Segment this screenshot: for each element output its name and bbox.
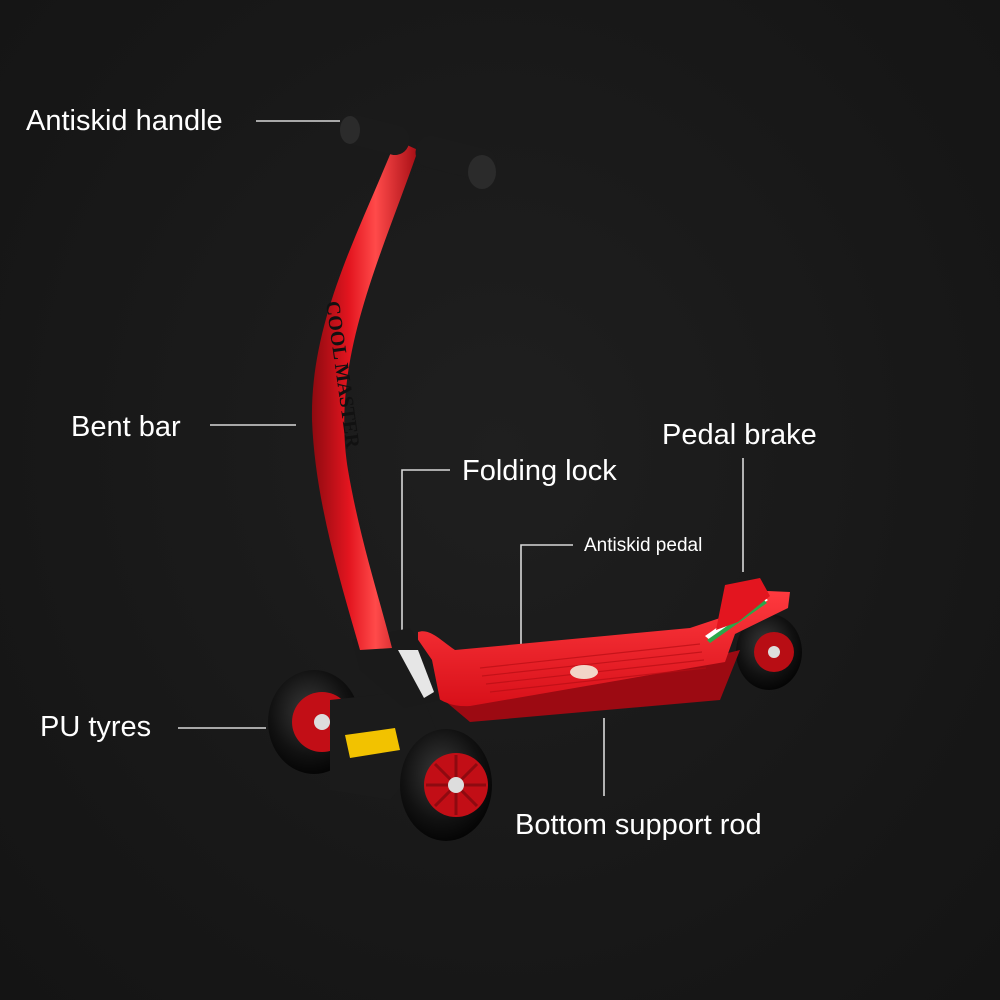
label-antiskid-handle: Antiskid handle [26, 105, 223, 137]
label-folding-lock: Folding lock [462, 455, 617, 487]
label-bent-bar: Bent bar [71, 411, 181, 443]
rear-wheel [736, 614, 802, 690]
label-antiskid-pedal: Antiskid pedal [584, 535, 703, 556]
leader-lines [178, 120, 744, 796]
front-assembly [268, 628, 492, 841]
leader-antiskid-pedal [520, 544, 573, 664]
label-pu-tyres: PU tyres [40, 711, 152, 743]
bent-bar [311, 140, 418, 650]
label-bottom-support-rod: Bottom support rod [515, 809, 762, 841]
deck [418, 578, 790, 707]
handlebar [340, 114, 497, 189]
label-pedal-brake: Pedal brake [662, 419, 817, 451]
leader-folding-lock [401, 469, 450, 646]
